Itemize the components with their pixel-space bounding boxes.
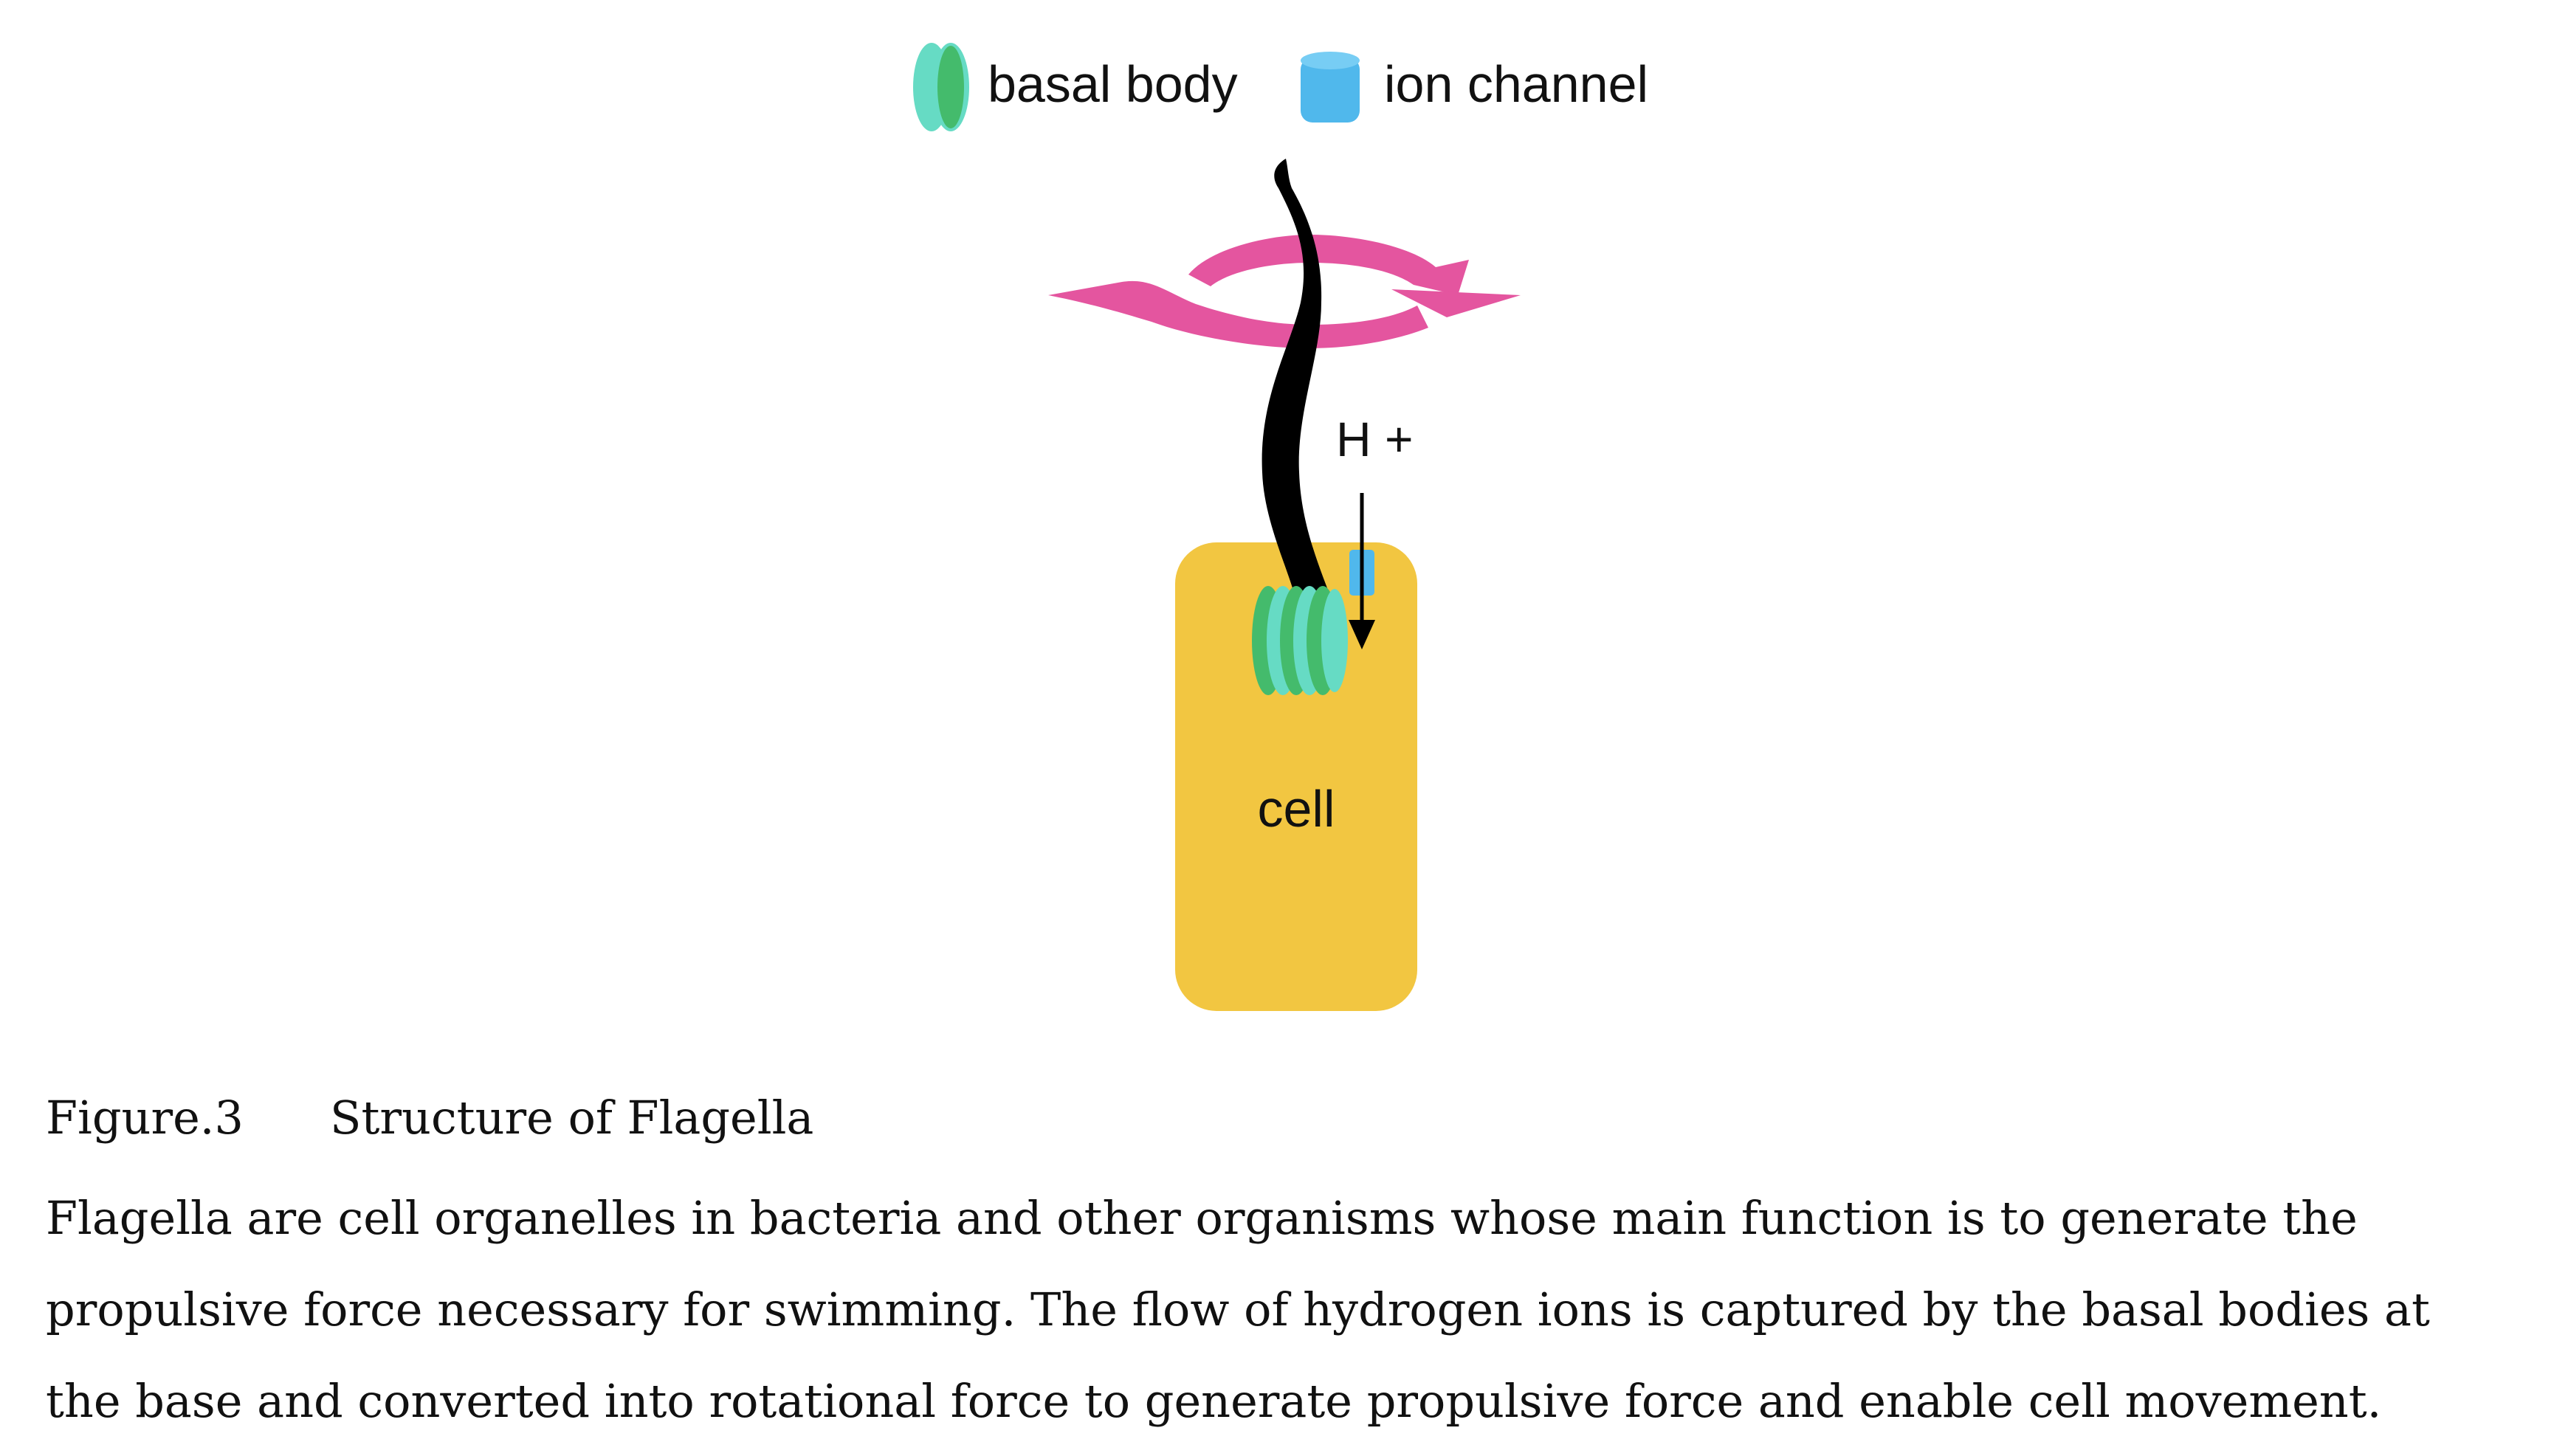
ion-channel-legend-label: ion channel: [1384, 55, 1648, 113]
flagellum: [1261, 159, 1329, 592]
caption-body-line: the base and converted into rotational f…: [46, 1374, 2382, 1428]
figure-caption: Figure.3 Structure of Flagella Flagella a…: [46, 1081, 2526, 1447]
caption-body-line: propulsive force necessary for swimming.…: [46, 1283, 2430, 1336]
flagella-diagram: basal body ion channel cell H +: [913, 43, 1648, 1011]
ion-channel-legend-icon: [1301, 52, 1360, 123]
ion-flow-arrow-icon: [1349, 493, 1375, 649]
basal-body-legend-icon: [913, 43, 969, 131]
figure-number: Figure.3: [46, 1091, 244, 1145]
basal-body-legend-label: basal body: [988, 55, 1238, 113]
caption-body-line: Flagella are cell organelles in bacteria…: [46, 1191, 2358, 1245]
basal-body: [1252, 586, 1348, 695]
cell-label: cell: [1257, 780, 1335, 838]
caption-heading: Figure.3 Structure of Flagella: [46, 1081, 2526, 1155]
rotation-arrow-icon: [1048, 235, 1521, 348]
caption-body: Flagella are cell organelles in bacteria…: [46, 1173, 2526, 1447]
figure-title: Structure of Flagella: [330, 1091, 814, 1145]
ion-label: H +: [1336, 412, 1414, 466]
legend: basal body ion channel: [913, 43, 1648, 131]
cell-body: [1175, 542, 1417, 1011]
